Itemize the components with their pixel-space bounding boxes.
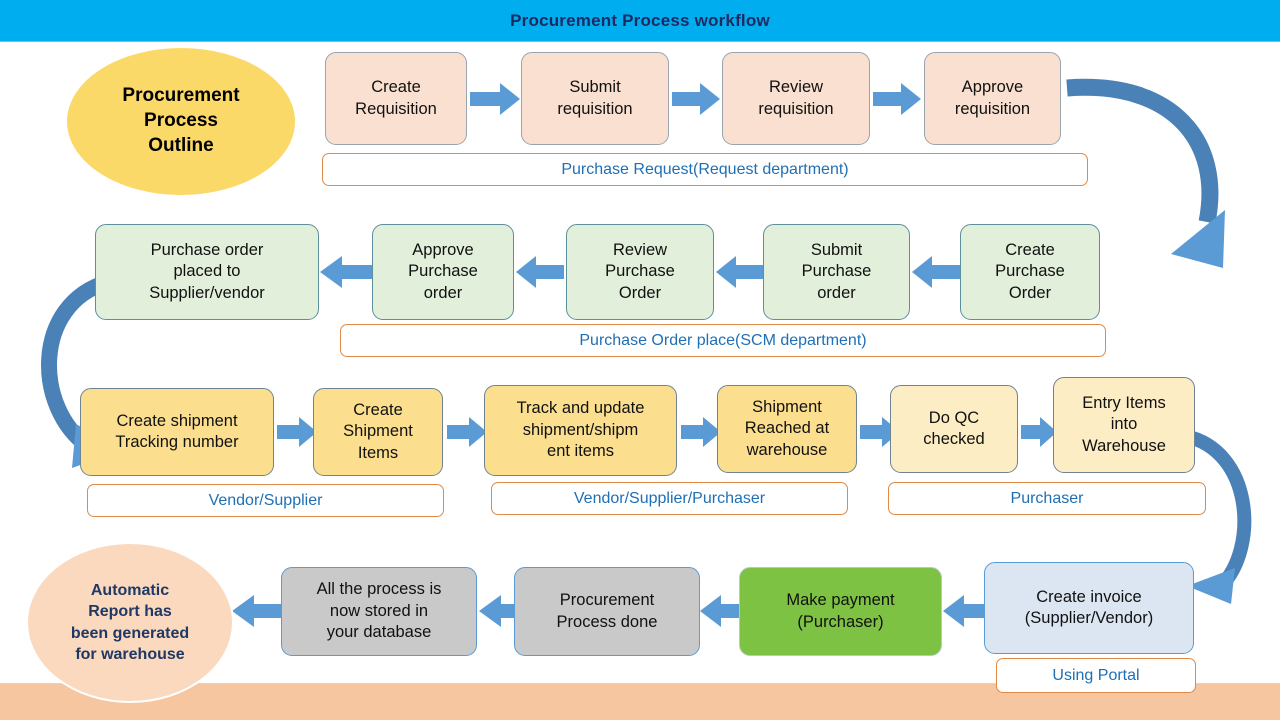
arrow-submit-po-to-review <box>716 256 764 288</box>
diagram-title-bar: Procurement Process workflow <box>0 0 1280 42</box>
node-label: Create invoice(Supplier/Vendor) <box>1024 587 1154 627</box>
caption-label: Using Portal <box>1052 666 1140 684</box>
node-label: Make payment(Purchaser) <box>786 591 895 631</box>
arrow-shipment-items-to-track <box>447 417 487 447</box>
caption-label: Purchaser <box>1010 489 1084 507</box>
arrow-approve-po-to-placed <box>320 256 372 288</box>
arrow-review-po-to-approve <box>516 256 564 288</box>
page-title: Procurement Process workflow <box>510 10 770 30</box>
caption-label: Vendor/Supplier <box>208 491 323 509</box>
caption-vendor-supplier: Vendor/Supplier <box>87 484 444 517</box>
caption-purchase-request: Purchase Request(Request department) <box>322 153 1088 186</box>
connector-curve-warehouse-to-invoice <box>1175 420 1280 610</box>
caption-label: Vendor/Supplier/Purchaser <box>573 489 766 507</box>
arrow-invoice-to-payment <box>943 595 991 627</box>
caption-label: Purchase Request(Request department) <box>561 160 849 178</box>
node-create-invoice[interactable]: Create invoice(Supplier/Vendor) <box>984 562 1194 654</box>
arrow-create-po-to-submit <box>912 256 960 288</box>
arrow-process-done-to-stored <box>479 595 529 627</box>
arrow-payment-to-process-done <box>700 595 748 627</box>
node-make-payment[interactable]: Make payment(Purchaser) <box>739 567 942 656</box>
arrow-tracking-to-shipment-items <box>277 417 317 447</box>
caption-purchaser: Purchaser <box>888 482 1206 515</box>
arrow-track-to-reached-warehouse <box>681 417 721 447</box>
caption-using-portal: Using Portal <box>996 658 1196 693</box>
arrow-create-to-submit-requisition <box>470 83 520 115</box>
arrow-qc-to-entry-items <box>1021 417 1057 447</box>
caption-purchase-order-place: Purchase Order place(SCM department) <box>340 324 1106 357</box>
arrow-submit-to-review-requisition <box>672 83 720 115</box>
caption-label: Purchase Order place(SCM department) <box>579 331 867 349</box>
arrow-review-to-approve-requisition <box>873 83 921 115</box>
caption-vendor-supplier-purchaser: Vendor/Supplier/Purchaser <box>491 482 848 515</box>
arrow-stored-to-report <box>232 595 282 627</box>
connector-curve-requisition-to-po <box>1055 72 1245 282</box>
